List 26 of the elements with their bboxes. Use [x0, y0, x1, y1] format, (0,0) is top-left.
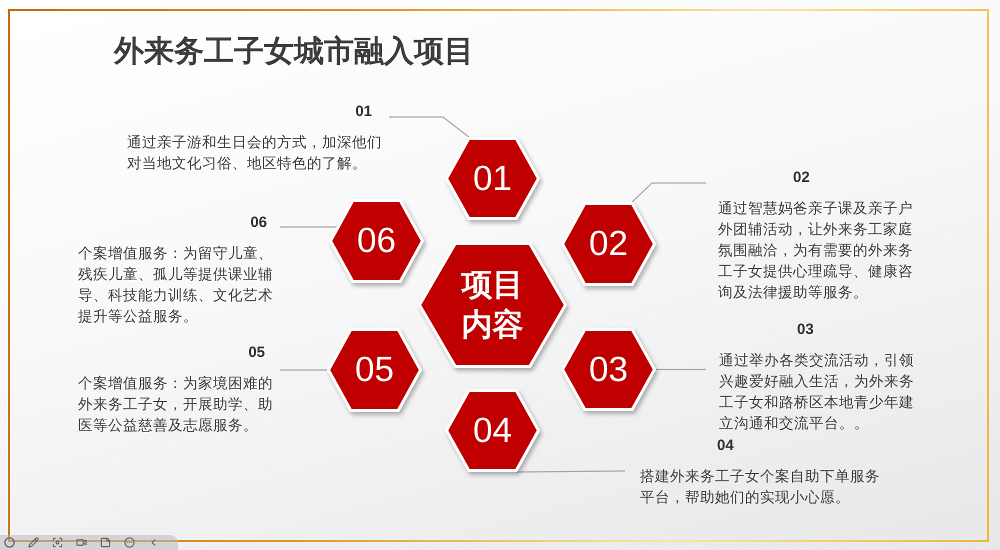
description-text: 通过智慧妈爸亲子课及亲子户外团辅活动，让外来务工家庭氛围融洽，为有需要的外来务工子女提供心理疏导、健康咨询及法律援助等服务。 — [718, 200, 914, 303]
description-text: 通过举办各类交流活动，引领兴趣爱好融入生活，为外来务工子女和路桥区本地青少年建立沟通和交流平台。。 — [719, 352, 915, 434]
leader-line — [516, 470, 625, 473]
leader-line — [280, 226, 337, 228]
leader-line — [389, 116, 470, 138]
section-number: 04 — [717, 436, 734, 456]
step-number: 03 — [589, 350, 628, 388]
section-number: 03 — [797, 320, 814, 340]
slide-title: 外来务工子女城市融入项目 — [114, 33, 474, 71]
description-text: 搭建外来务工子女个案自助下单服务平台，帮助她们的实现小心愿。 — [640, 468, 881, 508]
description-text: 个案增值服务：为家境困难的外来务工子女，开展助学、助医等公益慈善及志愿服务。 — [78, 374, 274, 436]
step-number: 01 — [473, 160, 512, 198]
leader-line — [656, 368, 706, 370]
step-number: 02 — [589, 225, 628, 263]
section-number: 06 — [250, 213, 267, 233]
description-text: 个案增值服务：为留守儿童、残疾儿童、孤儿等提供课业辅导、科技能力训练、文化艺术提升等公益服务。 — [78, 244, 274, 327]
center-title: 项目内容 — [460, 266, 524, 345]
section-number: 01 — [355, 102, 372, 122]
description-text: 通过亲子游和生日会的方式，加深他们对当地文化习俗、地区特色的了解。 — [127, 134, 383, 174]
section-number: 02 — [793, 168, 810, 188]
leader-line — [632, 182, 706, 202]
leader-line — [280, 369, 327, 371]
step-number: 05 — [355, 351, 394, 389]
step-number: 06 — [357, 222, 396, 260]
step-number: 04 — [473, 412, 512, 450]
section-number: 05 — [248, 343, 265, 363]
